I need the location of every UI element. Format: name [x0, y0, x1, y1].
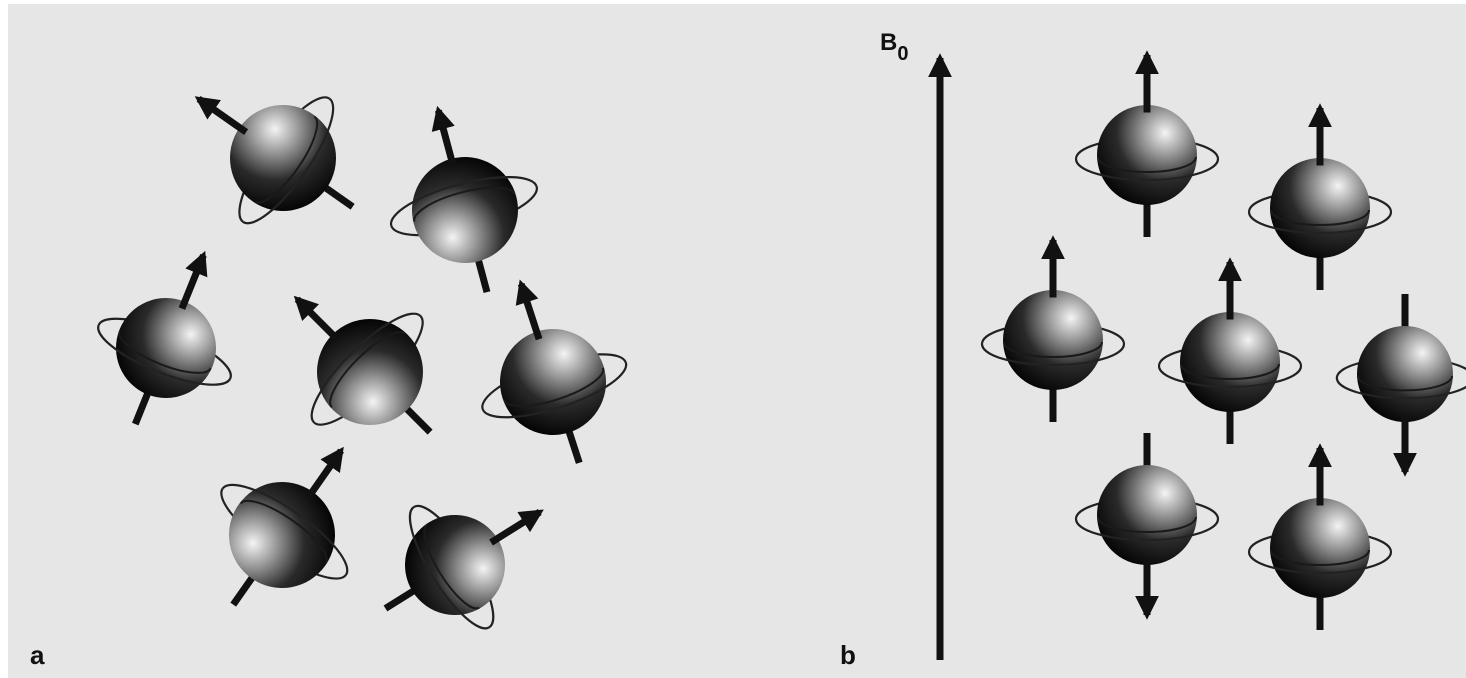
orbit-ring-front	[1074, 518, 1220, 542]
panel-b-aligned-spins	[980, 50, 1466, 630]
spin-particle	[383, 504, 544, 630]
orbit-ring-front	[481, 362, 628, 419]
sphere-equator	[503, 367, 605, 407]
orbit-ring-front	[310, 312, 422, 424]
spin-sphere	[1097, 465, 1197, 565]
sphere-equator	[413, 186, 516, 222]
spin-particle	[293, 295, 433, 435]
spin-particle	[1247, 103, 1393, 290]
spin-particle	[980, 235, 1126, 422]
orbit-ring-front	[408, 505, 490, 630]
sphere-equator	[1180, 363, 1280, 380]
spin-particle	[97, 250, 232, 426]
panel-a-label: a	[30, 640, 45, 670]
sphere-equator	[1270, 549, 1370, 566]
panel-b-label: b	[840, 640, 856, 670]
spin-particle	[1074, 433, 1220, 620]
spin-particle	[1074, 50, 1220, 237]
spin-arrow	[489, 509, 544, 546]
spin-sphere	[1003, 290, 1103, 390]
b0-field-symbol: B	[880, 29, 897, 56]
spin-sphere	[1097, 105, 1197, 205]
spin-particle	[1247, 443, 1393, 630]
orbit-ring-front	[1157, 365, 1303, 389]
spin-particle	[481, 279, 628, 464]
b0-field-label: B0	[880, 29, 908, 65]
orbit-ring-front	[97, 324, 232, 386]
spin-arrow	[194, 96, 249, 136]
spin-arrow	[431, 105, 457, 168]
spin-particle	[1157, 257, 1303, 444]
spin-sphere	[1180, 312, 1280, 412]
orbit-ring-front	[389, 176, 538, 226]
orbit-ring-front	[1074, 158, 1220, 182]
sphere-equator	[329, 331, 407, 409]
sphere-equator	[1270, 209, 1370, 226]
sphere-equator	[1003, 341, 1103, 358]
spin-sphere	[317, 319, 423, 425]
panel-a-random-spins	[97, 96, 628, 630]
spin-sphere	[405, 515, 505, 615]
spin-particle	[389, 105, 538, 294]
orbit-ring-front	[980, 343, 1126, 367]
spin-sphere	[230, 105, 336, 211]
sphere-equator	[1356, 375, 1454, 392]
spin-sphere	[1357, 326, 1453, 422]
spin-sphere	[229, 482, 335, 588]
spin-sphere	[412, 157, 518, 263]
sphere-equator	[423, 523, 480, 610]
b0-field-subscript: 0	[897, 43, 908, 65]
spin-sphere	[1270, 498, 1370, 598]
sphere-equator	[1097, 156, 1197, 173]
spin-arrow	[178, 250, 208, 310]
sphere-equator	[239, 499, 328, 564]
orbit-ring-front	[221, 483, 349, 576]
orbit-ring-front	[1335, 377, 1466, 400]
spin-arrow	[304, 446, 344, 501]
sphere-equator	[118, 331, 212, 374]
spin-arrow	[515, 279, 543, 341]
spin-sphere	[1270, 158, 1370, 258]
spin-particle	[194, 96, 355, 225]
spin-arrow	[293, 295, 341, 343]
spin-sphere	[500, 329, 606, 435]
sphere-equator	[1097, 516, 1197, 533]
spin-particle	[1335, 294, 1466, 477]
orbit-ring-front	[1247, 211, 1393, 235]
orbit-ring-front	[242, 97, 335, 225]
sphere-equator	[254, 115, 319, 204]
orbit-ring-front	[1247, 551, 1393, 575]
spin-particle	[220, 446, 349, 607]
